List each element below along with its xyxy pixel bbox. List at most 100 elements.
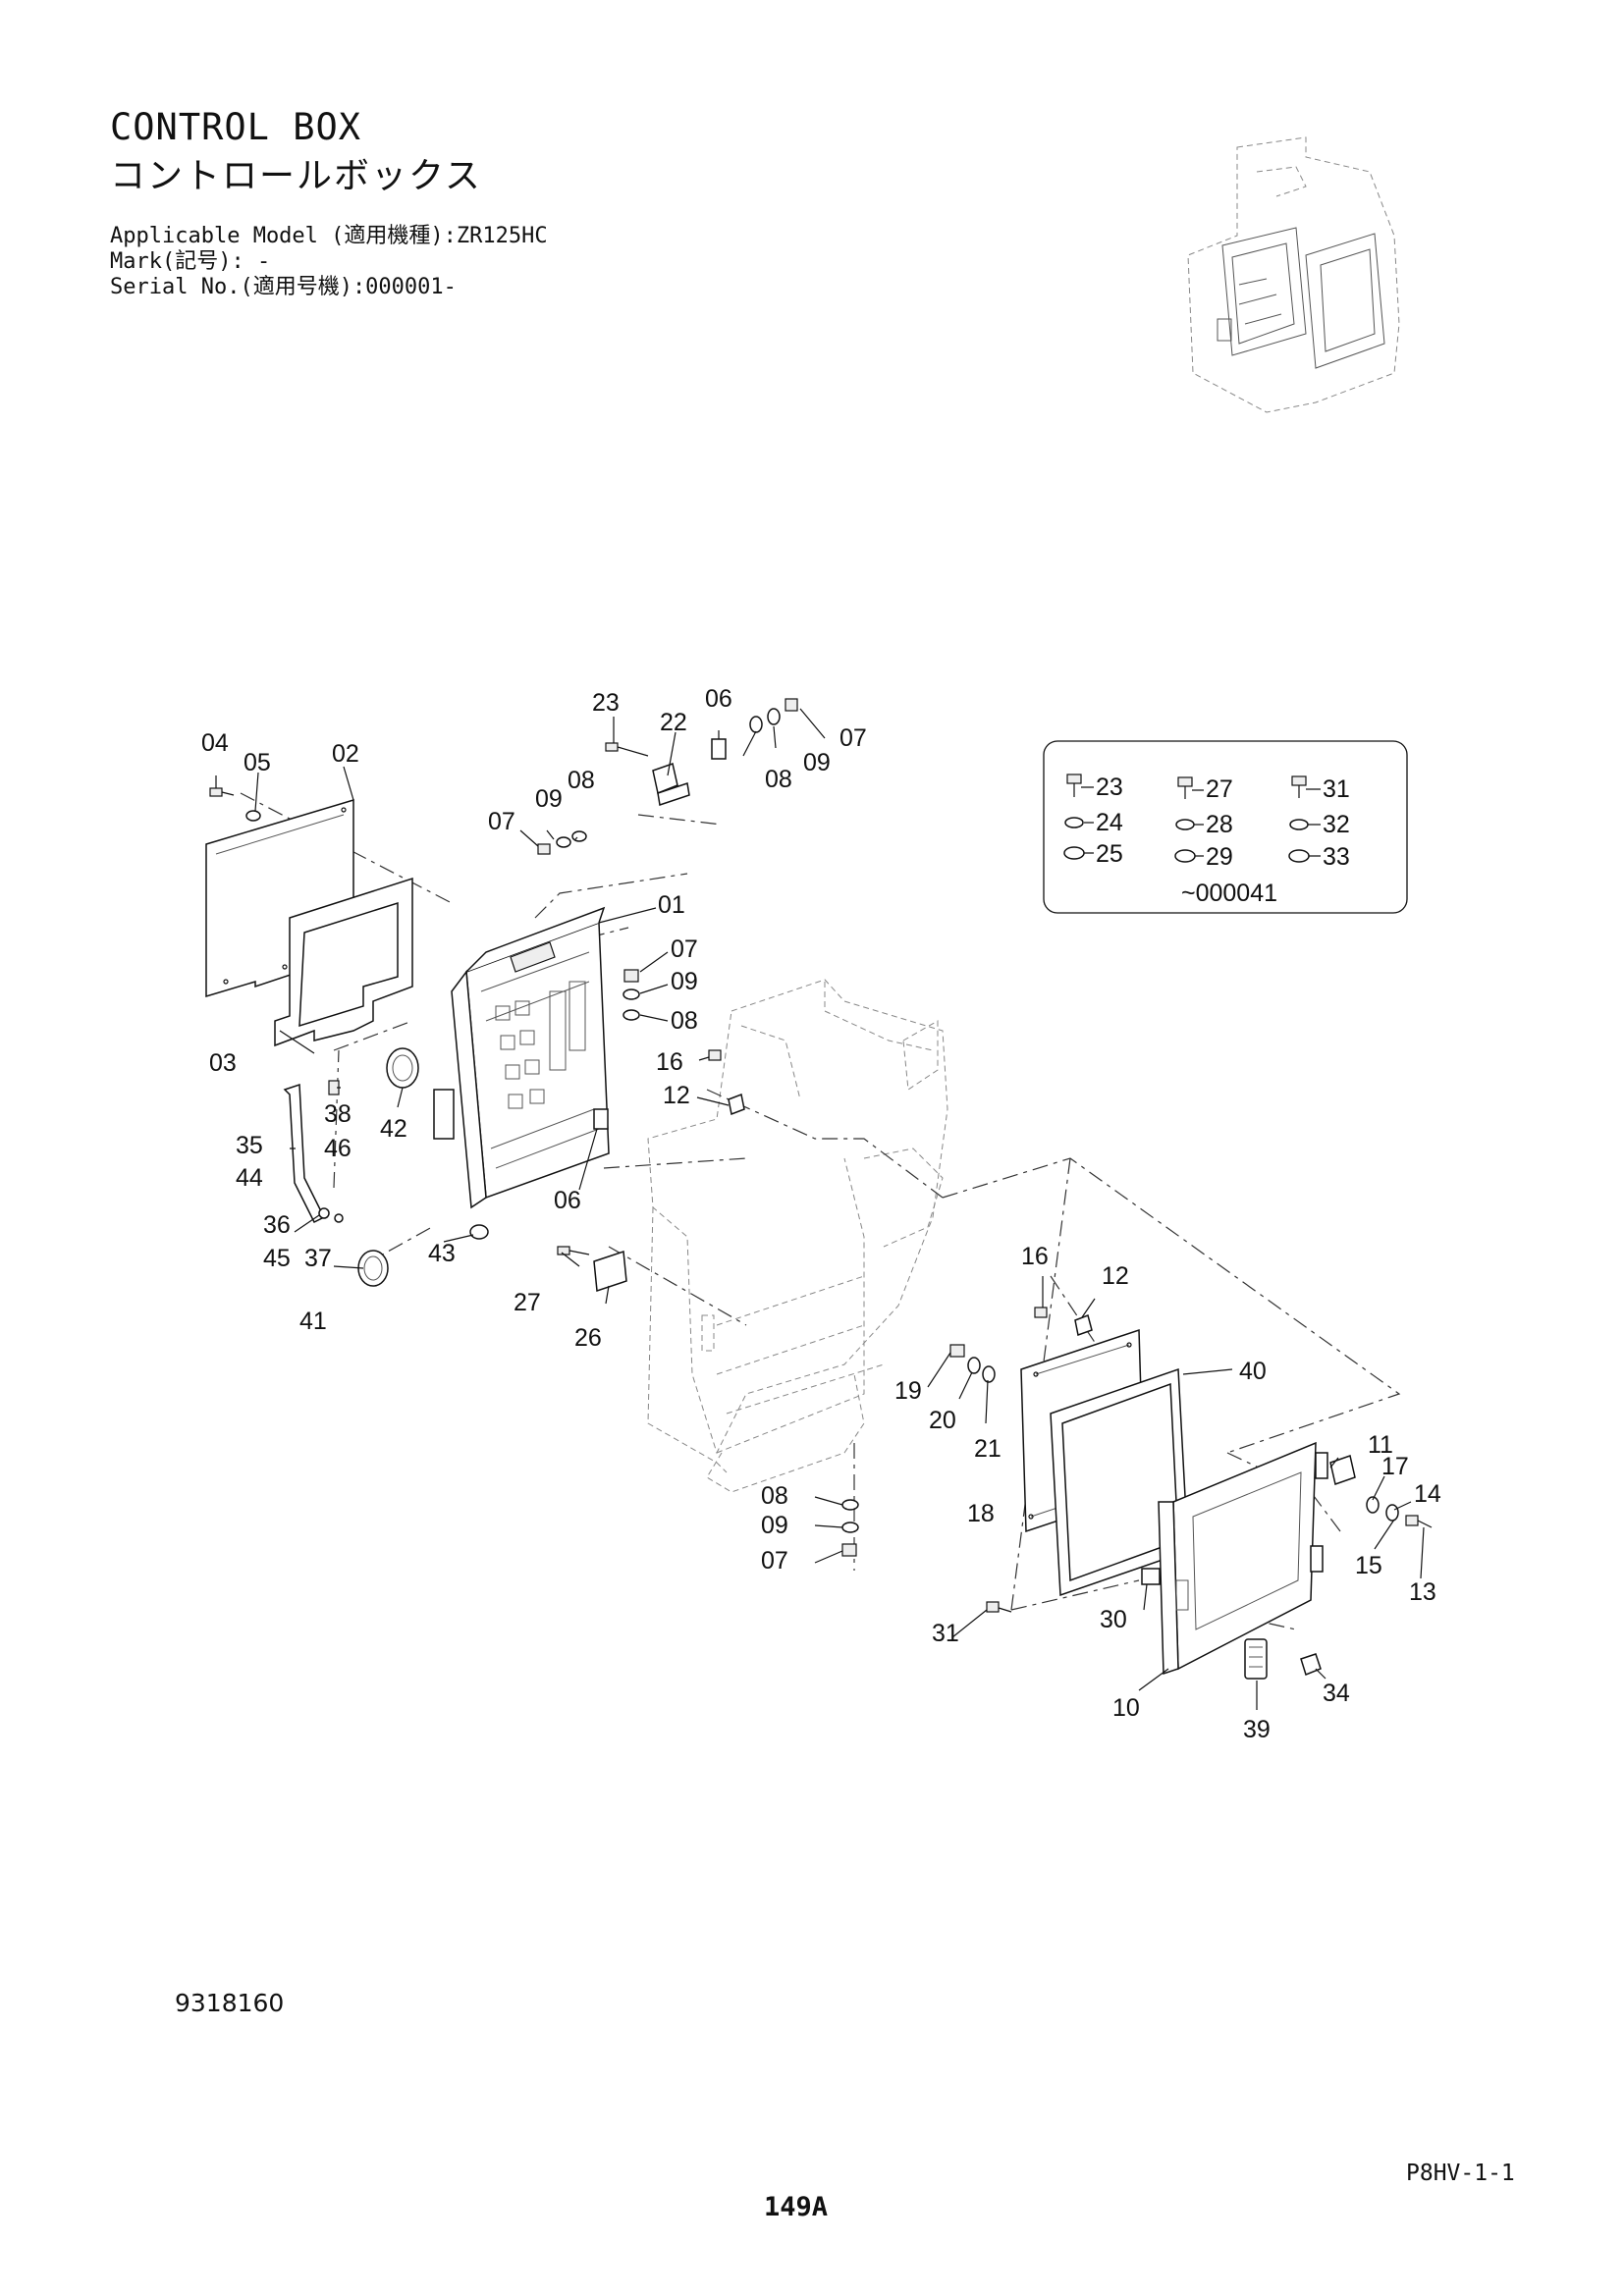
callout-08b: 08 (568, 767, 595, 794)
callout-15: 15 (1355, 1552, 1382, 1579)
part-12-clip (728, 1093, 745, 1116)
callout-03: 03 (209, 1049, 237, 1077)
callout-18: 18 (967, 1500, 995, 1527)
part-12-clip (1074, 1314, 1093, 1336)
part-39-handle (1244, 1638, 1268, 1680)
inset-label: 23 (1096, 774, 1123, 801)
callout-43: 43 (428, 1240, 456, 1267)
callout-13: 13 (1409, 1578, 1436, 1606)
part-11-hinge (1329, 1455, 1356, 1485)
callout-09c: 09 (671, 968, 698, 995)
callout-38: 38 (324, 1100, 352, 1128)
callout-07c: 07 (671, 935, 698, 963)
callout-21: 21 (974, 1435, 1001, 1463)
inset-label: 28 (1206, 811, 1233, 838)
callout-35: 35 (236, 1132, 263, 1159)
callout-27: 27 (514, 1289, 541, 1316)
washer-icon (1064, 817, 1084, 828)
bolt-icon (1177, 776, 1193, 799)
callout-09b: 09 (535, 785, 563, 813)
inset-label: 31 (1323, 775, 1350, 803)
callout-01: 01 (658, 891, 685, 919)
callout-40: 40 (1239, 1358, 1267, 1385)
callout-16b: 16 (1021, 1243, 1049, 1270)
part-22-bracket (652, 763, 690, 806)
inset-label: 33 (1323, 843, 1350, 871)
location-thumbnail (1187, 136, 1400, 413)
callout-10: 10 (1112, 1694, 1140, 1722)
callout-36: 36 (263, 1211, 291, 1239)
part-40-gasket (1050, 1367, 1189, 1597)
callout-06b: 06 (554, 1187, 581, 1214)
title-japanese: コントロールボックス (110, 156, 482, 196)
inset-label: 27 (1206, 775, 1233, 803)
callout-37: 37 (304, 1245, 332, 1272)
bolt-icon (1066, 774, 1082, 797)
callout-02: 02 (332, 740, 359, 768)
callout-12a: 12 (663, 1082, 690, 1109)
part-03-gasket (274, 877, 413, 1047)
callout-06a: 06 (705, 685, 732, 713)
inset-label: 24 (1096, 809, 1123, 836)
part-35-pipe (283, 1083, 326, 1224)
mark-line: Mark(記号): - (110, 249, 271, 274)
washer-icon (1175, 819, 1195, 830)
callout-41: 41 (299, 1308, 327, 1335)
washer-icon (1289, 819, 1309, 830)
title-english: CONTROL BOX (110, 106, 362, 148)
serial-line: Serial No.(適用号機):000001- (110, 275, 457, 299)
callout-26: 26 (574, 1324, 602, 1352)
part-10-door (1158, 1441, 1328, 1676)
callout-44: 44 (236, 1164, 263, 1192)
part-26-bracket (593, 1250, 627, 1293)
callout-17: 17 (1381, 1453, 1409, 1480)
part-06-spacer (593, 1108, 609, 1130)
inset-serial-note: ~000041 (1181, 880, 1277, 907)
leader-lines (215, 708, 1425, 1710)
inset-label: 25 (1096, 840, 1123, 868)
washer-icon (1174, 849, 1196, 863)
callout-05: 05 (244, 749, 271, 776)
callout-08d: 08 (761, 1482, 788, 1510)
callout-07b: 07 (488, 808, 515, 835)
callout-34: 34 (1323, 1680, 1350, 1707)
callout-19: 19 (894, 1377, 922, 1405)
callout-09d: 09 (761, 1512, 788, 1539)
callout-07d: 07 (761, 1547, 788, 1575)
callout-04: 04 (201, 729, 229, 757)
callout-09a: 09 (803, 749, 831, 776)
part-01-control-panel (433, 906, 610, 1209)
callout-20: 20 (929, 1407, 956, 1434)
washer-icon (1063, 846, 1085, 860)
washer-icon (1288, 849, 1310, 863)
callout-11: 11 (1368, 1431, 1393, 1459)
callout-08c: 08 (671, 1007, 698, 1035)
callout-23: 23 (592, 689, 620, 717)
page-code: P8HV-1-1 (1406, 2161, 1515, 2186)
inset-box: 23 24 25 27 28 29 31 32 33 ~000041 (1043, 740, 1408, 914)
part-42-seal (386, 1047, 419, 1089)
inset-label: 29 (1206, 843, 1233, 871)
callout-45: 45 (263, 1245, 291, 1272)
callout-16a: 16 (656, 1048, 683, 1076)
callout-22: 22 (660, 709, 687, 736)
page-number: 149A (764, 2192, 829, 2222)
callout-42: 42 (380, 1115, 407, 1143)
callout-12b: 12 (1102, 1262, 1129, 1290)
applicable-model: Applicable Model (適用機種):ZR125HC (110, 224, 548, 248)
fasteners (209, 698, 1433, 1613)
inset-label: 32 (1323, 811, 1350, 838)
callout-39: 39 (1243, 1716, 1271, 1743)
callout-46: 46 (324, 1135, 352, 1162)
part-06-spacer (711, 738, 727, 760)
part-43-grommet (469, 1224, 489, 1240)
callout-31: 31 (932, 1620, 959, 1647)
ghost-housing (647, 979, 948, 1493)
callout-30: 30 (1100, 1606, 1127, 1633)
bolt-icon (1291, 775, 1307, 798)
document-number: 9318160 (175, 1989, 285, 2017)
part-34-knob (1300, 1653, 1322, 1676)
callout-14: 14 (1414, 1480, 1441, 1508)
part-30-latch (1141, 1568, 1161, 1585)
